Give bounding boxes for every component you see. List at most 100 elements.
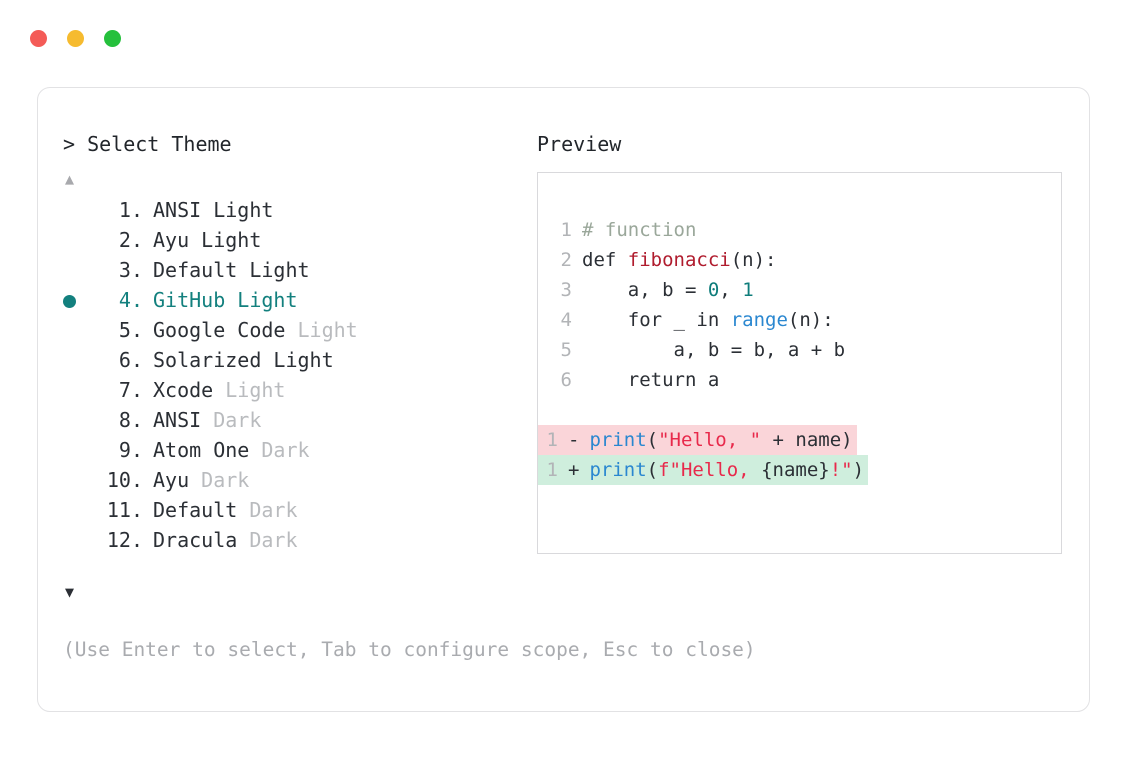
theme-item-variant: Light bbox=[285, 318, 358, 342]
theme-item-name: Solarized bbox=[153, 348, 262, 372]
code-line-number: 4 bbox=[560, 309, 572, 331]
theme-list-item[interactable]: 6. Solarized Light bbox=[63, 345, 533, 375]
diff-line-number: 1 bbox=[546, 459, 558, 481]
theme-list-item[interactable]: 4. GitHub Light bbox=[63, 285, 533, 315]
theme-item-variant: Light bbox=[189, 228, 262, 252]
theme-picker-card: > Select Theme ▲ 1. ANSI Light 2. Ayu Ligh… bbox=[37, 87, 1090, 712]
code-token: !" bbox=[829, 459, 853, 481]
scroll-up-icon[interactable]: ▲ bbox=[65, 170, 75, 188]
theme-item-index: 2. bbox=[106, 228, 143, 252]
theme-item-index: 3. bbox=[106, 258, 143, 282]
theme-item-name: Default bbox=[153, 498, 238, 522]
theme-item-index: 6. bbox=[106, 348, 143, 372]
theme-item-index: 11. bbox=[106, 498, 143, 522]
theme-item-name: Dracula bbox=[153, 528, 238, 552]
scroll-down-icon[interactable]: ▼ bbox=[65, 583, 75, 601]
close-window-button[interactable] bbox=[30, 30, 47, 47]
theme-list-item[interactable]: 10.Ayu Dark bbox=[63, 465, 533, 495]
theme-item-name: GitHub bbox=[153, 288, 226, 312]
code-line-number: 5 bbox=[560, 339, 572, 361]
code-line-text: a, b = 0, 1 bbox=[572, 275, 754, 305]
theme-item-name: Xcode bbox=[153, 378, 214, 402]
theme-item-variant: Light bbox=[225, 288, 298, 312]
code-line: 3 a, b = 0, 1 bbox=[538, 275, 1061, 305]
code-token: print bbox=[589, 429, 647, 451]
code-line-text: return a bbox=[572, 365, 720, 395]
code-token: a, b = bbox=[582, 279, 708, 301]
diff-line-del: 1-print("Hello, " + name) bbox=[538, 425, 1061, 455]
code-token: (n): bbox=[730, 249, 777, 271]
code-line: 1# function bbox=[538, 215, 1061, 245]
theme-list-item[interactable]: 11. Default Dark bbox=[63, 495, 533, 525]
diff-line-highlight: 1-print("Hello, " + name) bbox=[538, 425, 857, 455]
theme-list-item[interactable]: 1. ANSI Light bbox=[63, 195, 533, 225]
theme-item-index: 5. bbox=[106, 318, 143, 342]
code-token: return a bbox=[582, 369, 720, 391]
theme-item-variant: Light bbox=[201, 198, 274, 222]
diff-line-add: 1+print(f"Hello, {name}!") bbox=[538, 455, 1061, 485]
page-title bbox=[75, 132, 87, 156]
selected-bullet-icon bbox=[63, 287, 89, 317]
code-token: ( bbox=[646, 459, 659, 481]
theme-item-variant: Light bbox=[213, 378, 286, 402]
code-line: 6 return a bbox=[538, 365, 1061, 395]
theme-list-item[interactable]: 8.ANSI Dark bbox=[63, 405, 533, 435]
code-token: # function bbox=[582, 219, 697, 241]
theme-list-item[interactable]: 9.Atom One Dark bbox=[63, 435, 533, 465]
code-token: "Hello, " bbox=[658, 429, 762, 451]
theme-item-index: 9. bbox=[106, 438, 143, 462]
prompt-caret-icon: > bbox=[63, 132, 76, 156]
theme-list-item[interactable]: 5. Google Code Light bbox=[63, 315, 533, 345]
theme-item-variant: Dark bbox=[189, 468, 250, 492]
maximize-window-button[interactable] bbox=[104, 30, 121, 47]
theme-item-name: ANSI bbox=[153, 198, 202, 222]
code-token: fibonacci bbox=[627, 249, 731, 271]
code-line-text: def fibonacci(n): bbox=[572, 245, 776, 275]
code-token: 1 bbox=[742, 279, 754, 301]
theme-item-name: ANSI bbox=[153, 408, 202, 432]
theme-list-item[interactable]: 12.Dracula Dark bbox=[63, 525, 533, 555]
theme-item-index: 8. bbox=[106, 408, 143, 432]
theme-item-name: Default bbox=[153, 258, 238, 282]
theme-item-variant: Dark bbox=[249, 438, 310, 462]
theme-item-name: Google Code bbox=[153, 318, 286, 342]
code-token: 0 bbox=[707, 279, 720, 301]
theme-item-name: Ayu bbox=[153, 228, 190, 252]
code-token: , bbox=[719, 279, 743, 301]
window-traffic-lights bbox=[30, 30, 121, 47]
code-line-number: 3 bbox=[560, 279, 572, 301]
diff-line-number: 1 bbox=[546, 429, 558, 451]
theme-item-variant: Dark bbox=[237, 498, 298, 522]
diff-line-highlight: 1+print(f"Hello, {name}!") bbox=[538, 455, 869, 485]
code-token: a, b = b, a + b bbox=[582, 339, 846, 361]
code-token: + name) bbox=[761, 429, 853, 451]
theme-list: 1. ANSI Light 2. Ayu Light 3. Default Light… bbox=[63, 195, 533, 555]
code-line-number: 2 bbox=[560, 249, 572, 271]
theme-item-index: 1. bbox=[106, 198, 143, 222]
selection-dot-icon bbox=[63, 295, 76, 308]
code-line: 5 a, b = b, a + b bbox=[538, 335, 1061, 365]
theme-item-index: 4. bbox=[106, 288, 143, 312]
code-token: for _ in bbox=[582, 309, 731, 331]
code-line-text: for _ in range(n): bbox=[572, 305, 834, 335]
theme-item-variant: Light bbox=[261, 348, 334, 372]
theme-list-item[interactable]: 7.Xcode Light bbox=[63, 375, 533, 405]
theme-list-item[interactable]: 2. Ayu Light bbox=[63, 225, 533, 255]
code-token: {name} bbox=[761, 459, 830, 481]
prompt-line: > Select Theme bbox=[63, 131, 533, 157]
theme-list-item[interactable]: 3.Default Light bbox=[63, 255, 533, 285]
keyboard-hint: (Use Enter to select, Tab to configure s… bbox=[63, 638, 756, 661]
code-token: (n): bbox=[787, 309, 834, 331]
code-token: ) bbox=[852, 459, 865, 481]
minimize-window-button[interactable] bbox=[67, 30, 84, 47]
code-line: 4 for _ in range(n): bbox=[538, 305, 1061, 335]
code-token: ( bbox=[646, 429, 659, 451]
code-token: f"Hello, bbox=[658, 459, 762, 481]
diff-block: 1-print("Hello, " + name)1+print(f"Hello… bbox=[538, 425, 1061, 485]
preview-label: Preview bbox=[537, 132, 622, 156]
